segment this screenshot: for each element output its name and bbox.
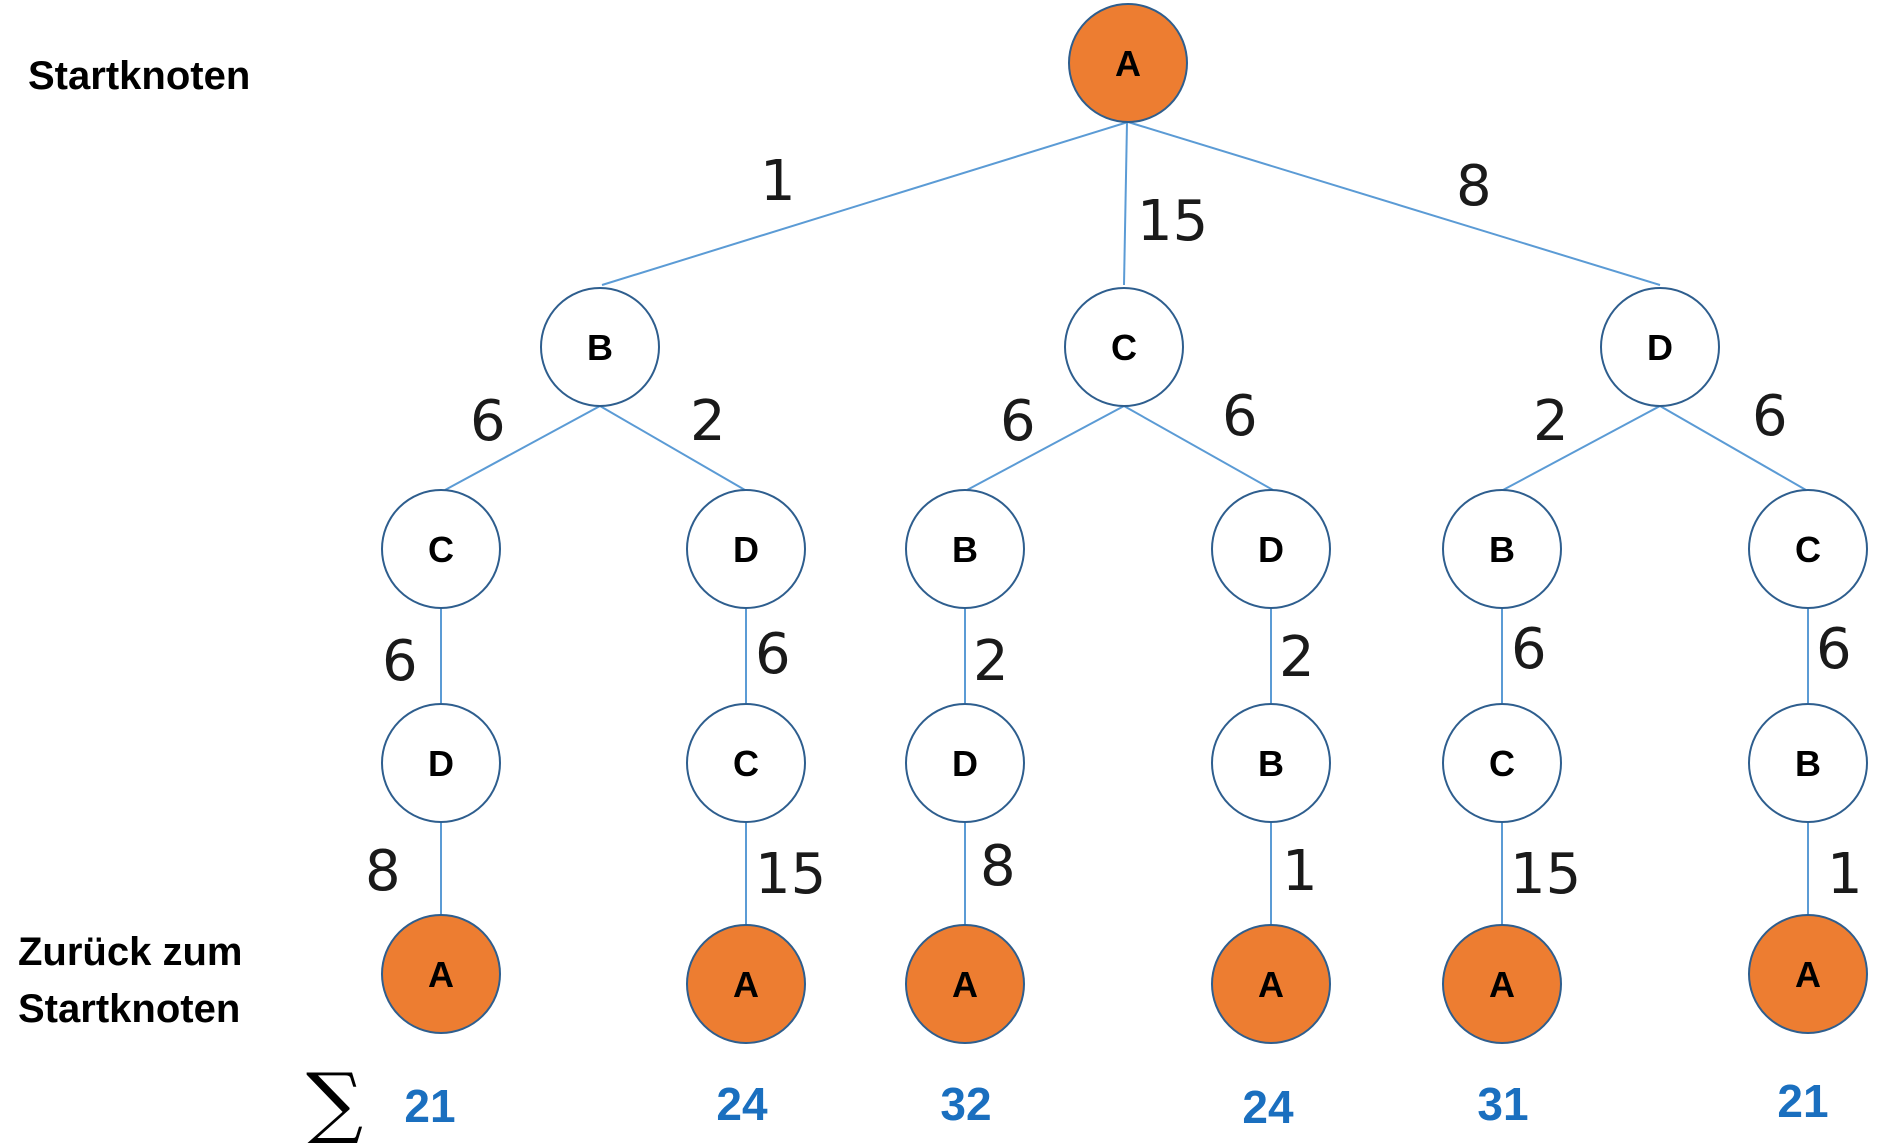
edge-weight: 6: [1000, 389, 1036, 454]
edge-weight: 6: [1816, 617, 1852, 682]
node-label: B: [1489, 529, 1515, 570]
node-l4-6: A: [1748, 914, 1868, 1034]
path-sum: 21: [404, 1080, 455, 1132]
node-l4-5: A: [1442, 924, 1562, 1044]
edge-weight: 6: [470, 389, 506, 454]
node-l3-1: D: [381, 703, 501, 823]
edge-c-b: [966, 405, 1125, 491]
return-label-line1: Zurück zum: [18, 930, 242, 974]
node-label: C: [428, 529, 454, 570]
edge-d-b: [1502, 405, 1661, 491]
node-l1-c: C: [1064, 287, 1184, 407]
node-label: A: [1489, 964, 1515, 1005]
node-l2-5: B: [1442, 489, 1562, 609]
edge-weight: 15: [1510, 842, 1581, 907]
node-label: A: [428, 954, 454, 995]
node-l3-2: C: [686, 703, 806, 823]
edge-weight: 15: [1137, 189, 1208, 254]
edge-weight: 15: [755, 842, 826, 907]
node-l3-3: D: [905, 703, 1025, 823]
node-l2-4: D: [1211, 489, 1331, 609]
node-label: D: [1258, 529, 1284, 570]
edge-c-d: [1123, 405, 1274, 491]
node-label: C: [1489, 743, 1515, 784]
node-label: C: [1795, 529, 1821, 570]
node-l4-3: A: [905, 924, 1025, 1044]
edge-weight: 2: [690, 389, 726, 454]
node-l2-1: C: [381, 489, 501, 609]
root-node-label: A: [1115, 43, 1141, 84]
node-l1-d: D: [1600, 287, 1720, 407]
node-l1-b: B: [540, 287, 660, 407]
path-sum: 21: [1777, 1075, 1828, 1127]
node-l2-6: C: [1748, 489, 1868, 609]
node-l4-2: A: [686, 924, 806, 1044]
node-label: B: [1795, 743, 1821, 784]
path-sum: 24: [1242, 1081, 1294, 1133]
edge-a-b: [601, 121, 1129, 286]
edge-weight: 1: [760, 149, 796, 214]
node-label: A: [733, 964, 759, 1005]
node-label: B: [952, 529, 978, 570]
node-label: B: [1258, 743, 1284, 784]
node-label: D: [1647, 327, 1673, 368]
node-label: A: [1258, 964, 1284, 1005]
node-label: D: [428, 743, 454, 784]
edge-weight: 6: [382, 629, 418, 694]
node-l4-1: A: [381, 914, 501, 1034]
node-l2-3: B: [905, 489, 1025, 609]
start-node-label: Startknoten: [28, 54, 250, 98]
path-sum: 32: [940, 1078, 991, 1130]
edge-weight: 1: [1282, 839, 1318, 904]
edge-weight: 8: [365, 839, 401, 904]
edge-b-d: [599, 405, 746, 491]
edge-a-c: [1123, 121, 1128, 286]
node-l3-6: B: [1748, 703, 1868, 823]
edge-weight: 2: [1279, 625, 1315, 690]
sum-symbol: ∑: [306, 1056, 363, 1143]
node-label: C: [733, 743, 759, 784]
path-sum: 24: [716, 1078, 768, 1130]
root-node: A: [1068, 3, 1188, 123]
edge-b-c: [444, 405, 601, 491]
node-label: D: [952, 743, 978, 784]
node-l3-5: C: [1442, 703, 1562, 823]
edge-weight: 6: [1222, 384, 1258, 449]
path-sum: 31: [1477, 1078, 1528, 1130]
edge-d-c: [1659, 405, 1807, 491]
node-label: B: [587, 327, 613, 368]
edge-weight: 6: [1752, 384, 1788, 449]
edge-weight: 8: [980, 834, 1016, 899]
return-label-line2: Startknoten: [18, 987, 240, 1031]
node-l4-4: A: [1211, 924, 1331, 1044]
edge-weight: 2: [1533, 389, 1569, 454]
node-label: A: [1795, 954, 1821, 995]
node-l2-2: D: [686, 489, 806, 609]
node-label: D: [733, 529, 759, 570]
edge-weight: 6: [1511, 617, 1547, 682]
edge-weight: 8: [1456, 154, 1492, 219]
edge-weight: 2: [973, 629, 1009, 694]
edge-a-d: [1127, 121, 1661, 286]
node-l3-4: B: [1211, 703, 1331, 823]
edge-weight: 1: [1827, 842, 1863, 907]
edge-weight: 6: [755, 622, 791, 687]
node-label: C: [1111, 327, 1137, 368]
node-label: A: [952, 964, 978, 1005]
